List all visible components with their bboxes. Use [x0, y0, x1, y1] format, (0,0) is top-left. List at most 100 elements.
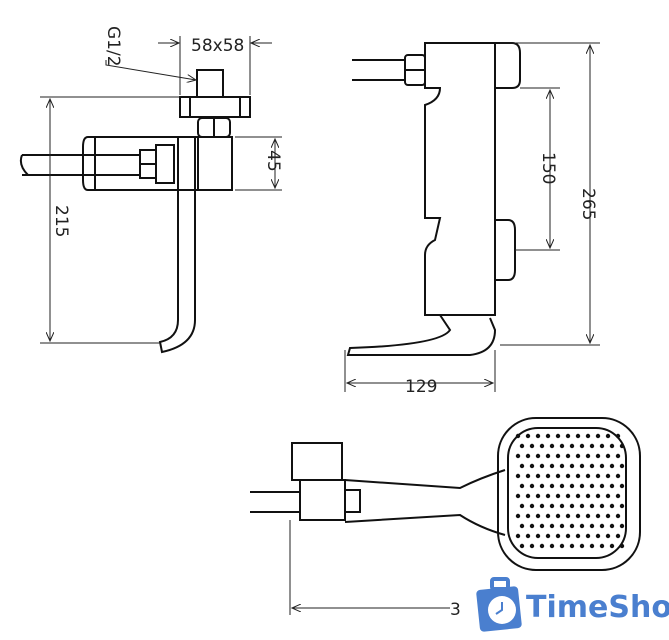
nozzle-dot [525, 533, 531, 539]
nozzle-dot [615, 433, 621, 439]
front-view [19, 36, 282, 354]
nozzle-dot [585, 513, 591, 519]
nozzle-dot [529, 523, 535, 529]
nozzle-dot [579, 443, 585, 449]
nozzle-dot [549, 543, 555, 549]
g12-leader [105, 60, 196, 80]
nozzle-dot [619, 443, 625, 449]
nozzle-dot [565, 513, 571, 519]
nozzle-dot [519, 503, 525, 509]
shower-head [497, 417, 641, 571]
nozzle-dot [605, 533, 611, 539]
nozzle-dot [585, 493, 591, 499]
nozzle-dot [605, 473, 611, 479]
nozzle-dot [579, 463, 585, 469]
lower-bracket [495, 219, 516, 281]
nozzle-dot [589, 543, 595, 549]
lever-handle [19, 154, 140, 176]
nozzle-dot [615, 453, 621, 459]
nozzle-dot [519, 523, 525, 529]
nozzle-dot [605, 493, 611, 499]
nozzle-dot [609, 463, 615, 469]
hose [250, 491, 300, 513]
nozzle-dot [539, 443, 545, 449]
nozzle-dot [589, 483, 595, 489]
nozzle-dot [605, 513, 611, 519]
nozzle-dot [545, 513, 551, 519]
nozzle-dot [515, 513, 521, 519]
hand-shower-view [250, 417, 641, 615]
nozzle-dot [559, 443, 565, 449]
nozzle-dot [585, 473, 591, 479]
nozzle-dot [569, 443, 575, 449]
nozzle-dot [619, 523, 625, 529]
nozzle-dot [555, 533, 561, 539]
nozzle-pattern [515, 433, 625, 549]
nozzle-dot [565, 533, 571, 539]
nozzle-dot [595, 433, 601, 439]
nozzle-dot [565, 433, 571, 439]
nozzle-dot [549, 463, 555, 469]
nozzle-dot [595, 453, 601, 459]
nozzle-dot [539, 483, 545, 489]
g12-inlet [196, 69, 224, 98]
logo-text: TimeShop [526, 590, 669, 625]
side-view [344, 42, 600, 392]
nozzle-dot [595, 533, 601, 539]
nozzle-dot [555, 453, 561, 459]
nozzle-dot [559, 543, 565, 549]
nozzle-dot [579, 503, 585, 509]
dim-58x58: 58x58 [191, 36, 244, 56]
nozzle-dot [545, 533, 551, 539]
nozzle-dot [515, 493, 521, 499]
nozzle-dot [535, 453, 541, 459]
nozzle-dot [545, 493, 551, 499]
nozzle-dot [529, 503, 535, 509]
nozzle-dot [525, 433, 531, 439]
nozzle-dot [575, 433, 581, 439]
shower-handle [344, 469, 506, 536]
nozzle-dot [515, 433, 521, 439]
nozzle-dot [555, 433, 561, 439]
nozzle-dot [599, 443, 605, 449]
nozzle-dot [535, 433, 541, 439]
nozzle-dot [599, 523, 605, 529]
nozzle-dot [519, 483, 525, 489]
nozzle-dot [605, 433, 611, 439]
nozzle-dot [545, 473, 551, 479]
nozzle-dot [549, 483, 555, 489]
nozzle-dot [535, 513, 541, 519]
nozzle-dot [575, 473, 581, 479]
nozzle-dot [589, 523, 595, 529]
nozzle-dot [555, 473, 561, 479]
holder-block [291, 442, 343, 481]
nozzle-dot [569, 463, 575, 469]
nozzle-dot [539, 543, 545, 549]
nozzle-dot [619, 543, 625, 549]
nozzle-dot [529, 543, 535, 549]
nozzle-dot [559, 483, 565, 489]
nozzle-dot [575, 513, 581, 519]
nozzle-dot [575, 533, 581, 539]
nozzle-dot [555, 513, 561, 519]
nozzle-dot [585, 433, 591, 439]
nozzle-dot [545, 433, 551, 439]
nozzle-dot [565, 453, 571, 459]
nozzle-dot [595, 473, 601, 479]
nozzle-dot [569, 543, 575, 549]
dim-129: 129 [405, 377, 437, 397]
nozzle-dot [575, 493, 581, 499]
nozzle-dot [589, 503, 595, 509]
dim-215: 215 [51, 205, 71, 237]
nozzle-dot [569, 483, 575, 489]
nozzle-dot [619, 483, 625, 489]
timeshop-logo: TimeShop [476, 577, 669, 632]
nozzle-dot [569, 523, 575, 529]
nozzle-dot [609, 443, 615, 449]
nozzle-dot [615, 533, 621, 539]
nozzle-dot [535, 473, 541, 479]
nozzle-dot [575, 453, 581, 459]
nozzle-dot [549, 523, 555, 529]
nozzle-dot [579, 483, 585, 489]
